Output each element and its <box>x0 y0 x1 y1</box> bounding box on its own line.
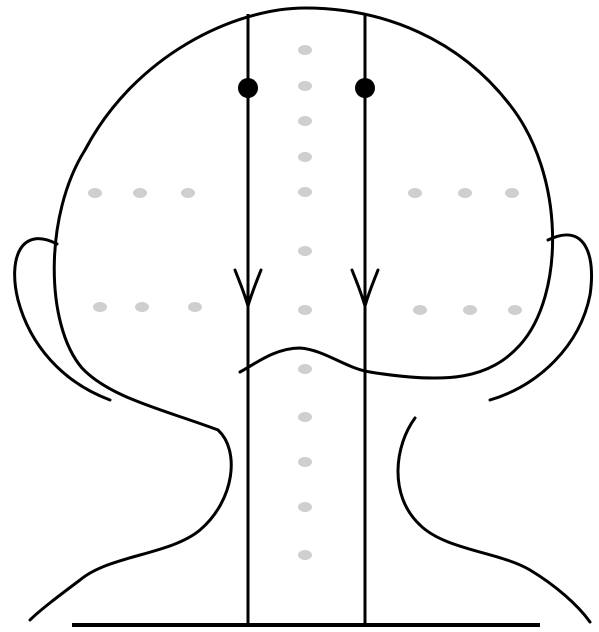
center-guide-dot <box>298 246 312 256</box>
right-ear <box>490 235 592 400</box>
center-guide-dot <box>298 305 312 315</box>
center-guide-dot <box>298 187 312 197</box>
upper-right-guide-dot <box>458 188 472 198</box>
left-ear <box>15 239 110 400</box>
right-start-point <box>355 78 375 98</box>
lower-right-guide-dot <box>508 305 522 315</box>
lower-right-guide-dot <box>413 305 427 315</box>
neck-shoulder-right <box>398 418 590 622</box>
upper-left-guide-dot <box>88 188 102 198</box>
center-guide-dot <box>298 116 312 126</box>
left-start-point <box>238 78 258 98</box>
lower-right-guide-dot <box>463 305 477 315</box>
center-guide-dot <box>298 502 312 512</box>
center-guide-dot <box>298 152 312 162</box>
center-guide-dot <box>298 550 312 560</box>
center-guide-dot <box>298 457 312 467</box>
lower-left-guide-dot <box>188 302 202 312</box>
center-guide-dot <box>298 45 312 55</box>
center-guide-dot <box>298 81 312 91</box>
upper-right-guide-dot <box>505 188 519 198</box>
lower-left-guide-dot <box>135 302 149 312</box>
lower-left-guide-dot <box>93 302 107 312</box>
upper-right-guide-dot <box>408 188 422 198</box>
guide-dots <box>88 45 522 560</box>
center-guide-dot <box>298 364 312 374</box>
neck-shoulder-left <box>30 430 231 620</box>
upper-left-guide-dot <box>181 188 195 198</box>
center-guide-dot <box>298 412 312 422</box>
upper-left-guide-dot <box>133 188 147 198</box>
